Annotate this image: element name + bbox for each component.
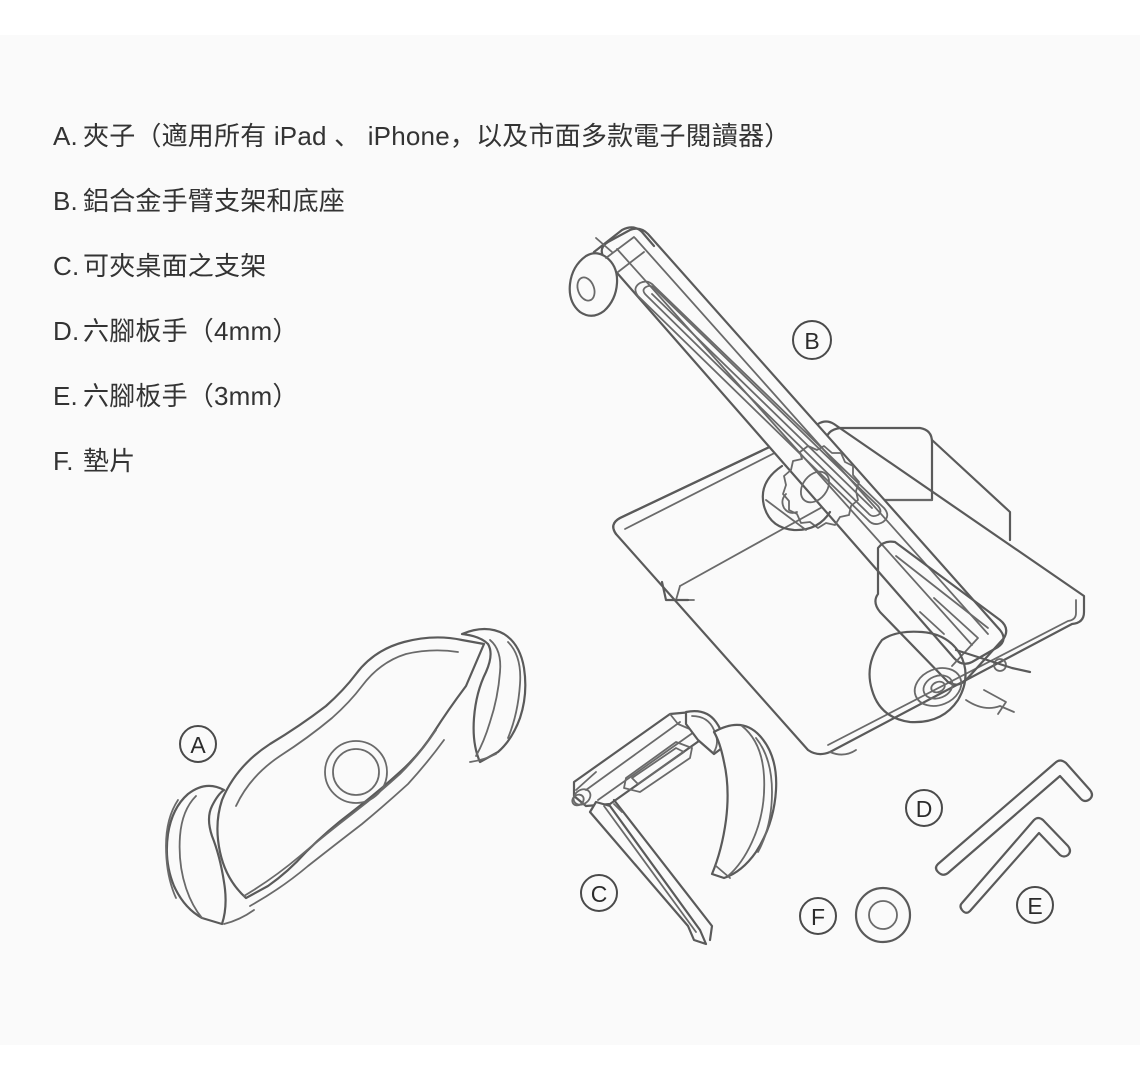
legend-item-f: F. 墊片 [53, 429, 973, 494]
legend-item-c: C. 可夾桌面之支架 [53, 234, 973, 299]
legend-key-e: E. [53, 381, 78, 411]
legend-text-f: 墊片 [83, 446, 136, 476]
legend-key-a: A. [53, 121, 78, 151]
legend-key-f: F. [53, 446, 74, 476]
legend-key-c: C. [53, 251, 80, 281]
legend-key-d: D. [53, 316, 80, 346]
parts-legend-list: A. 夾子（適用所有 iPad 、 iPhone，以及市面多款電子閱讀器） B.… [53, 104, 973, 494]
legend-text-e: 六腳板手（3mm） [83, 381, 299, 411]
legend-text-d: 六腳板手（4mm） [83, 316, 299, 346]
legend-item-e: E. 六腳板手（3mm） [53, 364, 973, 429]
legend-item-b: B. 鋁合金手臂支架和底座 [53, 169, 973, 234]
legend-key-b: B. [53, 186, 78, 216]
legend-text-b: 鋁合金手臂支架和底座 [83, 186, 346, 216]
legend-text-a: 夾子（適用所有 iPad 、 iPhone，以及市面多款電子閱讀器） [83, 121, 791, 151]
legend-text-c: 可夾桌面之支架 [83, 251, 267, 281]
legend-item-a: A. 夾子（適用所有 iPad 、 iPhone，以及市面多款電子閱讀器） [53, 104, 973, 169]
legend-item-d: D. 六腳板手（4mm） [53, 299, 973, 364]
